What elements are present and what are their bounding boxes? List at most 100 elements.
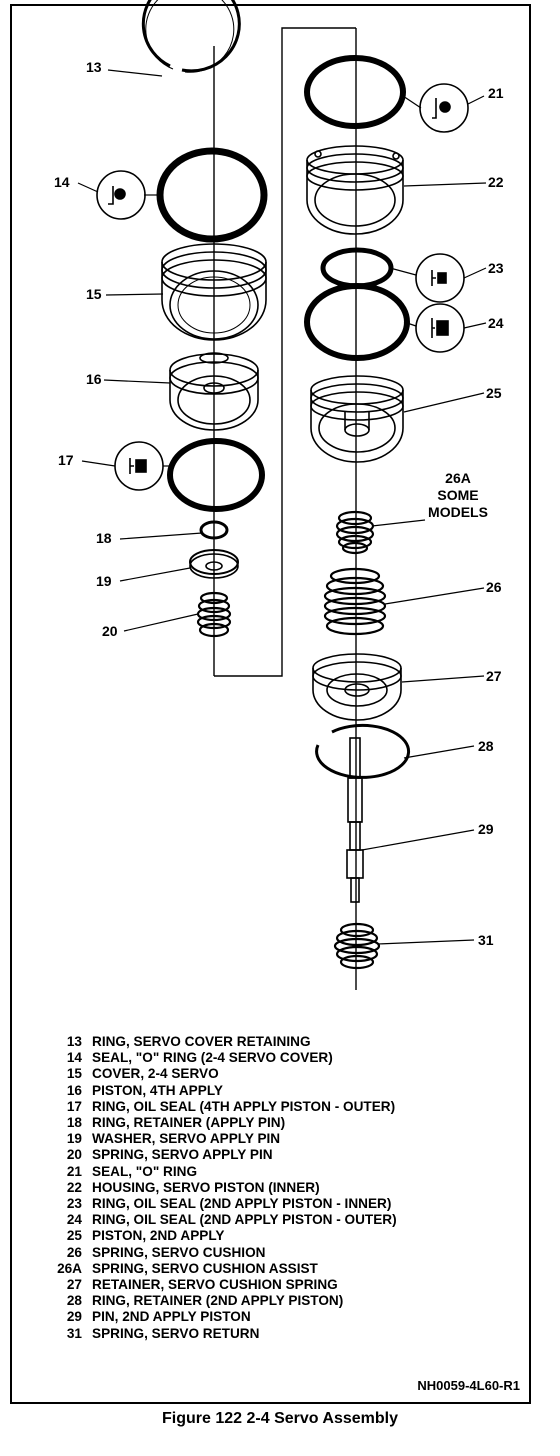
legend-text: SPRING, SERVO CUSHION xyxy=(92,1244,266,1260)
legend-text: SEAL, "O" RING xyxy=(92,1163,198,1179)
legend-number: 22 xyxy=(66,1179,82,1195)
legend-text: RING, RETAINER (APPLY PIN) xyxy=(92,1115,286,1131)
seal-section-icon-24 xyxy=(415,303,465,353)
legend-number: 18 xyxy=(66,1115,82,1131)
legend-item: 28 RING, RETAINER (2ND APPLY PISTON) xyxy=(40,1293,520,1309)
callout-28: 28 xyxy=(478,738,494,754)
legend-item: 17 RING, OIL SEAL (4TH APPLY PISTON - OUT… xyxy=(40,1099,520,1115)
part-25-2nd-apply-piston xyxy=(310,375,404,463)
callout-23: 23 xyxy=(488,260,504,276)
part-20-apply-pin-spring xyxy=(196,591,232,638)
legend-number: 16 xyxy=(66,1082,82,1098)
callout-24: 24 xyxy=(488,315,504,331)
callout-26a-models: MODELS xyxy=(428,504,488,520)
legend-text: PIN, 2ND APPLY PISTON xyxy=(92,1309,251,1325)
legend-number: 19 xyxy=(66,1131,82,1147)
part-31-return-spring xyxy=(333,922,381,970)
part-23-inner-oil-seal-ring xyxy=(320,247,394,289)
part-18-retainer-ring xyxy=(199,520,229,540)
connector-line xyxy=(214,27,356,677)
callout-26a-some: SOME xyxy=(437,487,478,503)
legend-text: RING, RETAINER (2ND APPLY PISTON) xyxy=(92,1293,344,1309)
legend-item: 26A SPRING, SERVO CUSHION ASSIST xyxy=(40,1261,520,1277)
legend-text: SPRING, SERVO APPLY PIN xyxy=(92,1147,273,1163)
legend-item: 13 RING, SERVO COVER RETAINING xyxy=(40,1034,520,1050)
legend-text: WASHER, SERVO APPLY PIN xyxy=(92,1131,281,1147)
legend-item: 22 HOUSING, SERVO PISTON (INNER) xyxy=(40,1180,520,1196)
legend-number: 14 xyxy=(66,1050,82,1066)
legend-text: RING, OIL SEAL (4TH APPLY PISTON - OUTER… xyxy=(92,1098,396,1114)
legend-number: 15 xyxy=(66,1066,82,1082)
legend-number: 24 xyxy=(66,1212,82,1228)
exploded-view: 13 14 15 16 17 18 19 20 21 22 23 24 25 2… xyxy=(54,0,504,990)
legend-number: 26A xyxy=(57,1260,82,1276)
legend-text: RING, SERVO COVER RETAINING xyxy=(92,1034,311,1049)
legend-text: HOUSING, SERVO PISTON (INNER) xyxy=(92,1179,320,1195)
legend-item: 15 COVER, 2-4 SERVO xyxy=(40,1066,520,1082)
figure-id: NH0059-4L60-R1 xyxy=(417,1378,520,1393)
legend-item: 24 RING, OIL SEAL (2ND APPLY PISTON - OUT… xyxy=(40,1212,520,1228)
part-27-cushion-spring-retainer xyxy=(312,653,402,721)
legend-number: 27 xyxy=(66,1277,82,1293)
callout-15: 15 xyxy=(86,286,102,302)
seal-section-icon-17 xyxy=(114,441,164,491)
part-22-servo-piston-housing xyxy=(306,145,404,235)
legend-item: 18 RING, RETAINER (APPLY PIN) xyxy=(40,1115,520,1131)
legend-item: 29 PIN, 2ND APPLY PISTON xyxy=(40,1309,520,1325)
part-19-washer xyxy=(189,549,239,579)
legend-text: SPRING, SERVO CUSHION ASSIST xyxy=(92,1260,318,1276)
legend-number: 21 xyxy=(66,1163,82,1179)
part-24-outer-oil-seal-ring xyxy=(304,283,410,361)
legend-text: RING, OIL SEAL (2ND APPLY PISTON - INNER… xyxy=(92,1196,392,1212)
part-26-cushion-spring xyxy=(323,567,387,636)
legend-number: 13 xyxy=(66,1034,82,1049)
callout-22: 22 xyxy=(488,174,504,190)
legend-number: 23 xyxy=(66,1196,82,1212)
callout-26a: 26A xyxy=(445,470,471,486)
legend-text: SPRING, SERVO RETURN xyxy=(92,1325,260,1341)
callout-14: 14 xyxy=(54,174,70,190)
leader-lines xyxy=(77,69,487,945)
legend-text: SEAL, "O" RING (2-4 SERVO COVER) xyxy=(92,1050,333,1066)
callout-20: 20 xyxy=(102,623,118,639)
legend-number: 26 xyxy=(66,1244,82,1260)
callout-16: 16 xyxy=(86,371,102,387)
part-28-retainer-ring xyxy=(315,723,411,779)
callout-19: 19 xyxy=(96,573,112,589)
part-17-oil-seal-ring xyxy=(167,438,265,512)
legend-text: RING, OIL SEAL (2ND APPLY PISTON - OUTER… xyxy=(92,1212,397,1228)
part-29-apply-pin xyxy=(346,737,364,903)
callout-18: 18 xyxy=(96,530,112,546)
callout-21: 21 xyxy=(488,85,504,101)
part-13-retaining-ring xyxy=(141,0,241,73)
callout-17: 17 xyxy=(58,452,74,468)
legend-number: 20 xyxy=(66,1147,82,1163)
callout-31: 31 xyxy=(478,932,494,948)
legend-text: COVER, 2-4 SERVO xyxy=(92,1066,219,1082)
legend-item: 19 WASHER, SERVO APPLY PIN xyxy=(40,1131,520,1147)
callout-25: 25 xyxy=(486,385,502,401)
seal-section-icon-14 xyxy=(96,170,146,220)
callout-13: 13 xyxy=(86,59,102,75)
figure-caption: Figure 122 2-4 Servo Assembly xyxy=(162,1410,398,1427)
seal-section-icon-23 xyxy=(415,253,465,303)
legend-item: 25 PISTON, 2ND APPLY xyxy=(40,1228,520,1244)
legend-text: PISTON, 2ND APPLY xyxy=(92,1228,225,1244)
part-16-4th-apply-piston xyxy=(169,352,259,431)
legend-number: 17 xyxy=(66,1098,82,1114)
legend-number: 25 xyxy=(66,1228,82,1244)
legend-item: 26 SPRING, SERVO CUSHION xyxy=(40,1245,520,1261)
callout-26: 26 xyxy=(486,579,502,595)
legend-item: 14 SEAL, "O" RING (2-4 SERVO COVER) xyxy=(40,1050,520,1066)
seal-section-icon-21 xyxy=(419,83,469,133)
figure-frame xyxy=(10,4,531,1404)
part-26a-cushion-assist-spring xyxy=(335,510,375,555)
legend-item: 23 RING, OIL SEAL (2ND APPLY PISTON - INN… xyxy=(40,1196,520,1212)
legend-item: 21 SEAL, "O" RING xyxy=(40,1164,520,1180)
legend-number: 29 xyxy=(66,1309,82,1325)
legend-number: 28 xyxy=(66,1293,82,1309)
